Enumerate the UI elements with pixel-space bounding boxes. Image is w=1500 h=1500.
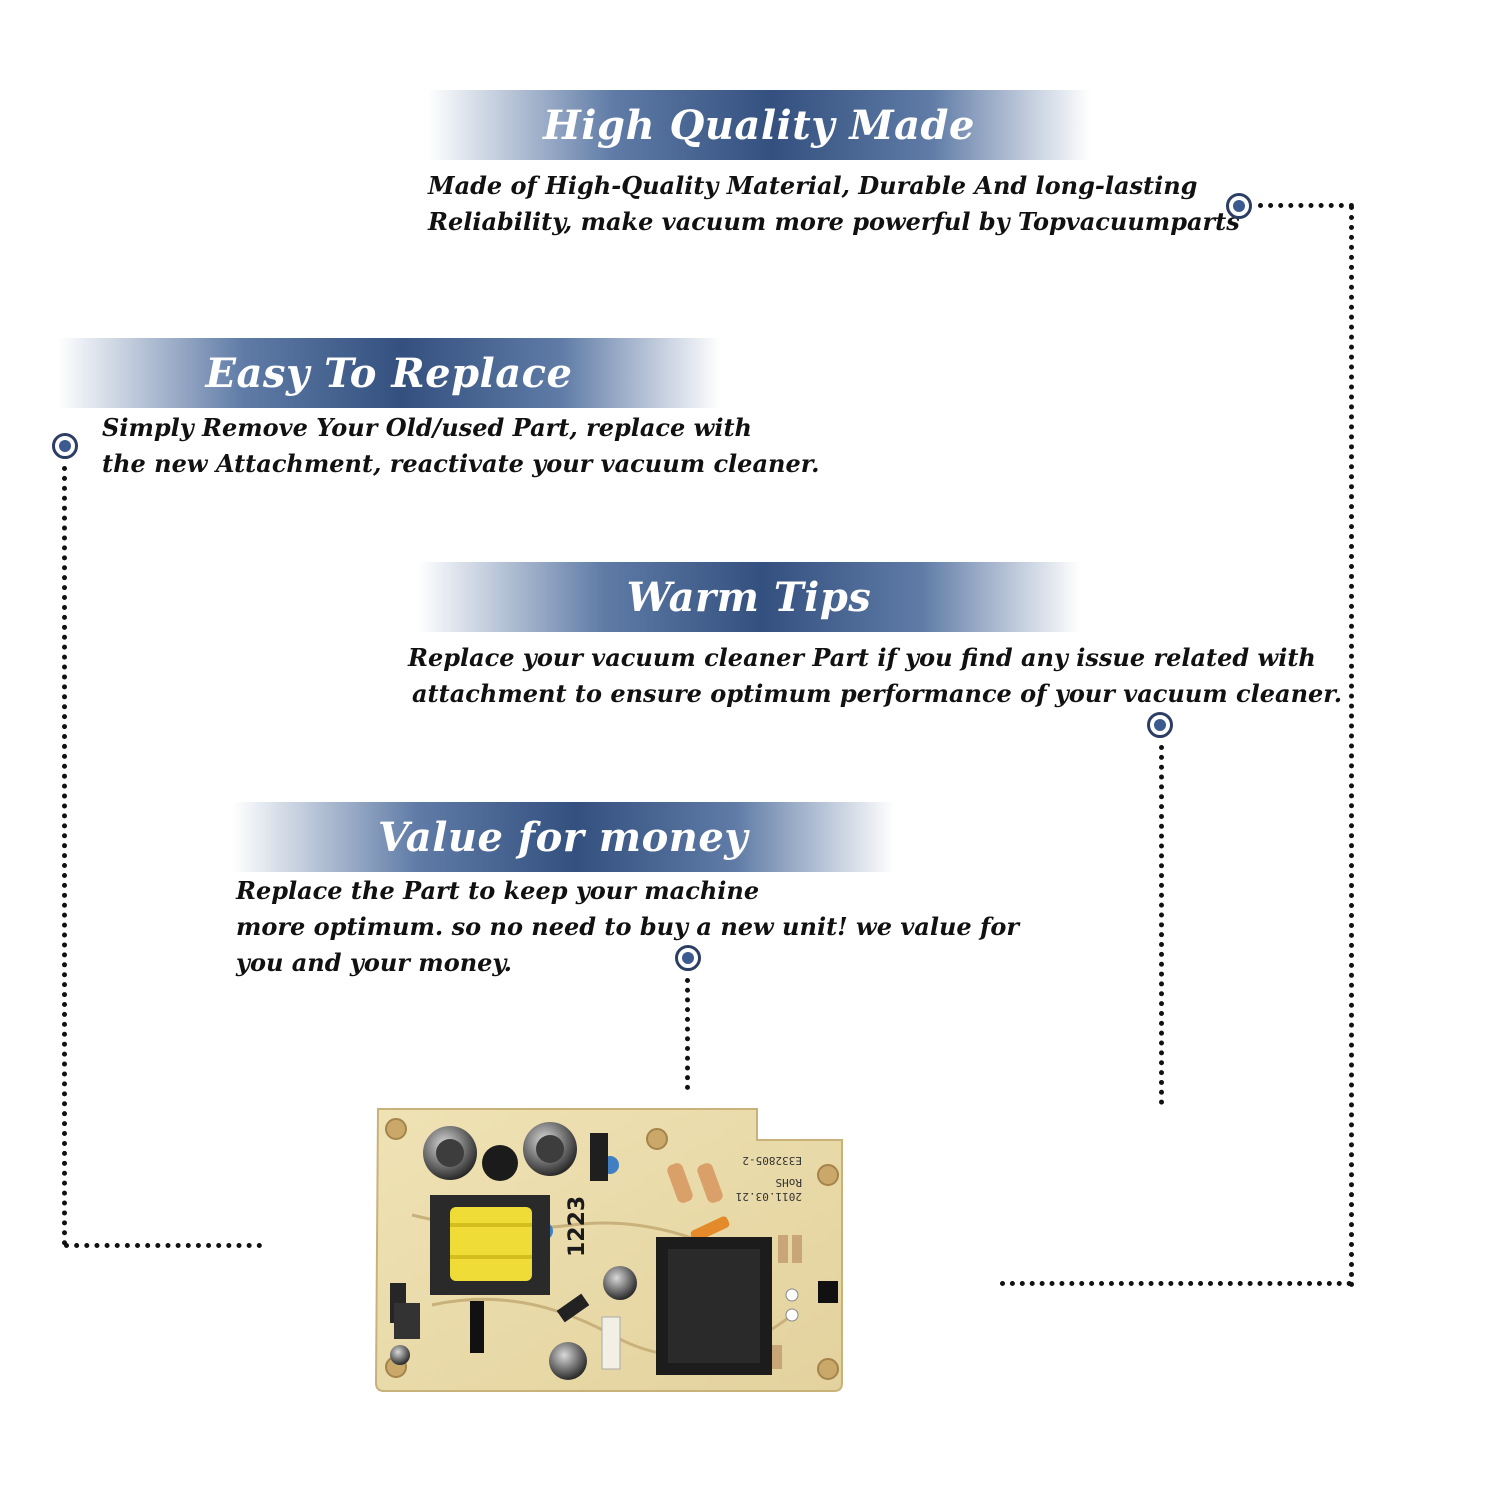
description-warm-tips: Replace your vacuum cleaner Part if you … (408, 640, 1342, 712)
connector-dot-icon (1147, 712, 1173, 738)
dotted-connector-line (1159, 745, 1164, 1105)
dotted-connector-line (685, 978, 690, 1090)
banner-easy-replace: Easy To Replace (58, 338, 720, 408)
description-high-quality: Made of High-Quality Material, Durable A… (428, 168, 1240, 240)
description-value-money: Replace the Part to keep your machine mo… (236, 873, 1019, 981)
banner-high-quality: High Quality Made (428, 90, 1090, 160)
description-line: more optimum. so no need to buy a new un… (236, 912, 1019, 941)
description-line: Reliability, make vacuum more powerful b… (428, 207, 1240, 236)
dotted-connector-line (1000, 1281, 1352, 1286)
description-line: Simply Remove Your Old/used Part, replac… (102, 413, 752, 442)
dotted-connector-line (1349, 205, 1354, 1288)
dotted-connector-line (64, 1243, 262, 1248)
board-label-number: 1223 (565, 1196, 590, 1257)
board-label-date: 2011.03.21 (736, 1190, 802, 1203)
section-title: Warm Tips (626, 573, 872, 621)
description-line: Replace your vacuum cleaner Part if you … (408, 643, 1316, 672)
banner-warm-tips: Warm Tips (418, 562, 1080, 632)
section-title: High Quality Made (543, 101, 975, 149)
section-title: Easy To Replace (205, 349, 573, 397)
description-line: you and your money. (236, 948, 512, 977)
connector-dot-icon (1226, 193, 1252, 219)
circuit-board-image: 1223 E332805-2 RoHS 2011.03.21 (372, 1105, 852, 1395)
dotted-connector-line (62, 466, 67, 1246)
connector-dot-icon (52, 433, 78, 459)
connector-dot-icon (675, 945, 701, 971)
board-label-rohs: RoHS (776, 1176, 803, 1189)
description-easy-replace: Simply Remove Your Old/used Part, replac… (102, 410, 820, 482)
banner-value-money: Value for money (232, 802, 894, 872)
description-line: Made of High-Quality Material, Durable A… (428, 171, 1198, 200)
section-title: Value for money (377, 813, 749, 861)
description-line: attachment to ensure optimum performance… (412, 679, 1343, 708)
description-line: Replace the Part to keep your machine (236, 876, 760, 905)
board-label-part: E332805-2 (742, 1154, 802, 1167)
circuit-board-graphic: 1223 E332805-2 RoHS 2011.03.21 (374, 1108, 843, 1392)
dotted-connector-line (1258, 203, 1354, 208)
description-line: the new Attachment, reactivate your vacu… (102, 449, 820, 478)
